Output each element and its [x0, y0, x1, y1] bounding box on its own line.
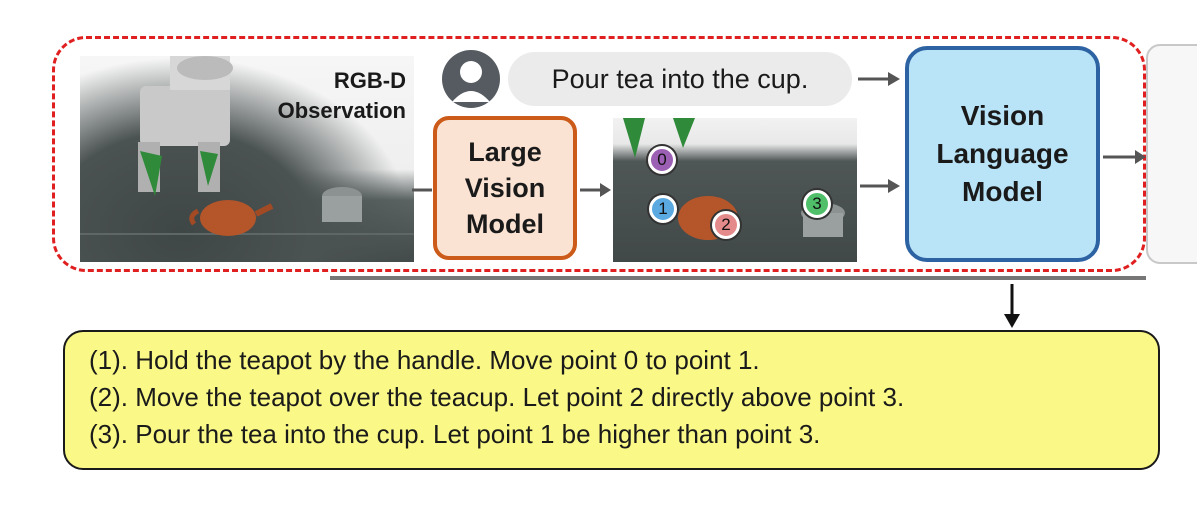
annotated-scene-graphic — [623, 118, 845, 240]
rgbd-observation-image — [80, 56, 414, 262]
keypoint-1-label: 1 — [658, 199, 668, 218]
vlm-response-box: (1). Hold the teapot by the handle. Move… — [63, 330, 1160, 470]
robot-scene-graphic — [80, 56, 414, 236]
arrow-lvm-to-annotated-image — [580, 183, 611, 197]
arrow-scene-to-lvm — [412, 188, 432, 192]
arrow-down-to-response — [1004, 284, 1020, 328]
arrow-image-to-vlm — [860, 179, 900, 193]
keypoint-2-label: 2 — [721, 215, 731, 234]
response-line-1: (1). Hold the teapot by the handle. Move… — [89, 345, 760, 375]
response-line-2: (2). Move the teapot over the teacup. Le… — [89, 382, 905, 412]
keypoint-0-marker: 0 — [648, 146, 676, 174]
divider-line — [330, 276, 1146, 280]
response-line-3: (3). Pour the tea into the cup. Let poin… — [89, 419, 821, 449]
keypoint-2-marker: 2 — [712, 211, 740, 239]
keypoint-1-marker: 1 — [649, 195, 677, 223]
truncated-next-box — [1146, 44, 1197, 264]
user-avatar-icon — [442, 50, 500, 108]
instruction-bubble: Pour tea into the cup. — [508, 52, 852, 106]
keypoint-3-label: 3 — [812, 194, 822, 213]
rgbd-observation-label: RGB-D Observation — [277, 68, 406, 123]
large-vision-model-box: Large Vision Model — [433, 116, 577, 260]
arrow-vlm-to-next — [1103, 150, 1146, 164]
pipeline-region — [52, 36, 1146, 272]
arrow-instruction-to-vlm — [858, 72, 900, 86]
keypoint-3-marker: 3 — [803, 190, 831, 218]
vision-language-model-box: Vision Language Model — [905, 46, 1100, 262]
keypoint-0-label: 0 — [657, 150, 667, 169]
